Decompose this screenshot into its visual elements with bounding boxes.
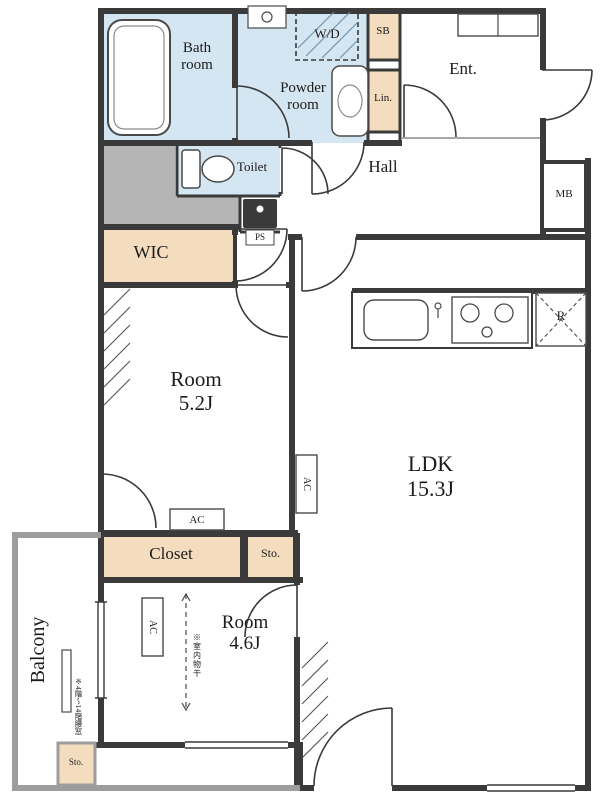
- shoe-box-area: [368, 10, 400, 60]
- burner-icon: [481, 326, 493, 338]
- door-arcs: [101, 69, 593, 787]
- storage-border: [244, 533, 297, 582]
- burner-icon: [460, 303, 480, 323]
- pipe-space-dot: [256, 205, 264, 213]
- toilet-label: Toilet: [236, 159, 268, 174]
- closet-border: [98, 533, 244, 582]
- storage-area: [246, 535, 295, 580]
- toilet-tank-icon: [181, 149, 201, 189]
- washer-dryer-area: [295, 11, 359, 61]
- balcony-window-note: ※4階〜14階腰窓: [74, 677, 83, 735]
- ac-label: AC: [301, 477, 312, 491]
- toilet-bowl-icon: [201, 155, 235, 183]
- refrigerator-cross: [535, 292, 587, 347]
- ac-label: AC: [147, 620, 158, 634]
- balcony-storage-label: Sto.: [68, 757, 84, 767]
- pipe-space-icon: [243, 199, 277, 228]
- indoor-drying-note: ※室内物干: [192, 632, 202, 678]
- laundry-tap-icon: [247, 5, 287, 29]
- ldk-window: [487, 782, 575, 794]
- washer-dryer-hatching: [297, 11, 359, 59]
- burner-icon: [494, 303, 514, 323]
- closet-label: Closet: [149, 544, 193, 563]
- shoe-box-label: SB: [376, 25, 390, 37]
- kitchen-sink-icon: [363, 299, 429, 341]
- window-hatching: [103, 288, 329, 759]
- entrance-label: Ent.: [449, 59, 477, 78]
- storage-borders: [56, 160, 588, 787]
- vanity-basin-icon: [337, 84, 363, 118]
- window-symbols: [95, 601, 575, 794]
- balcony-label: Balcony: [27, 616, 49, 684]
- balcony-window-symbol: [61, 649, 72, 713]
- balcony-window: [95, 602, 107, 698]
- laundry-tap-dial-icon: [261, 11, 273, 23]
- wic-label: WIC: [133, 242, 169, 262]
- pipe-space-label: PS: [254, 232, 265, 242]
- indoor-drying-arrows: [181, 592, 191, 712]
- void-space: [98, 143, 175, 227]
- void-space: [175, 196, 240, 227]
- closet-area: [100, 535, 242, 580]
- linen-area: [368, 70, 400, 132]
- ac-label: AC: [189, 514, 205, 526]
- ac-box: [295, 454, 318, 514]
- linen-label: Lin.: [373, 92, 393, 104]
- ac-box: [169, 508, 225, 531]
- fixtures: [61, 5, 587, 713]
- wic-area: [100, 227, 235, 285]
- bathtub-inner: [113, 25, 165, 130]
- balcony-walls: [12, 532, 300, 791]
- storage-label: Sto.: [260, 546, 280, 560]
- wic-border: [98, 225, 237, 287]
- refrigerator-label: R: [556, 308, 566, 323]
- hall-label: Hall: [368, 157, 398, 176]
- balcony-storage-area: [58, 743, 95, 785]
- meter-box-label: MB: [555, 188, 573, 200]
- meter-box: [540, 160, 588, 232]
- ps-label-box: [245, 229, 275, 246]
- vanity-sink-icon: [331, 65, 369, 137]
- room2-window: [185, 739, 288, 751]
- ac-box: [141, 597, 164, 657]
- bathtub-icon: [107, 19, 171, 136]
- washer-dryer-label: W/D: [314, 26, 340, 41]
